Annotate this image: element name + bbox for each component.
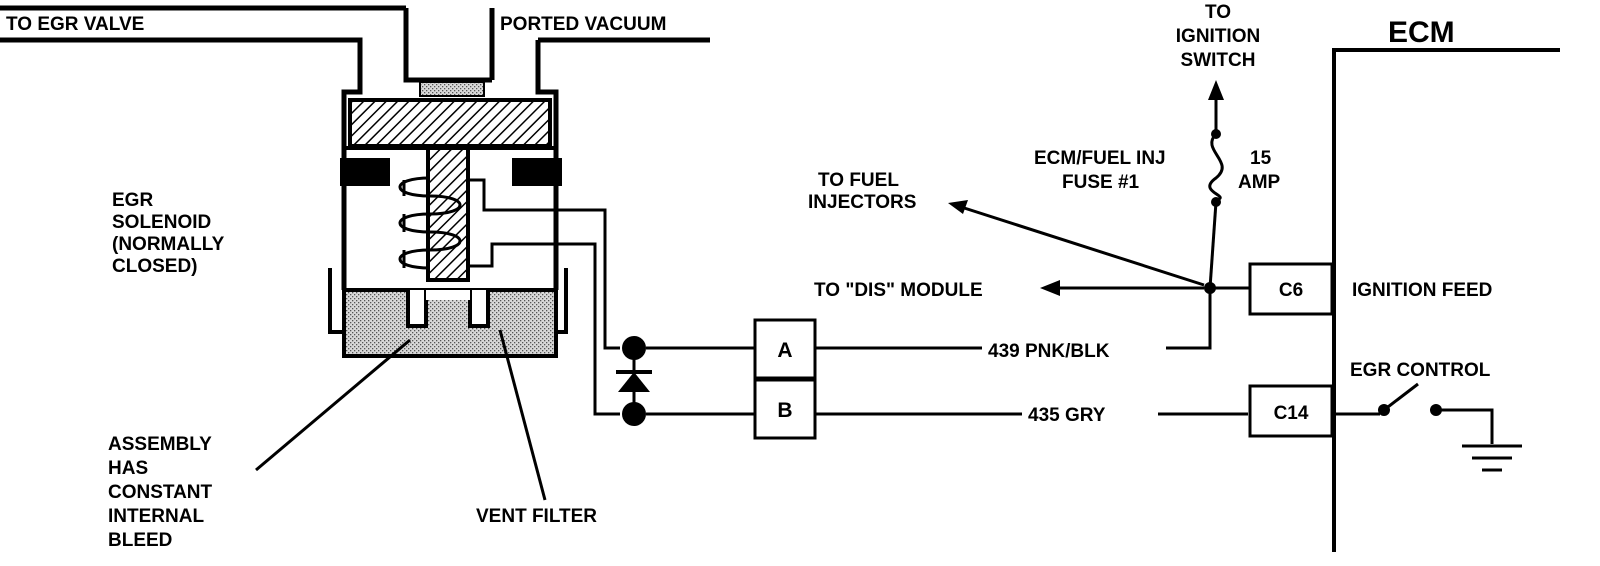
label-to-dis-module: TO "DIS" MODULE [814, 280, 983, 301]
label-assembly-line2: HAS [108, 458, 148, 479]
connector-c14-label: C14 [1274, 403, 1309, 424]
label-egr-solenoid-line3: (NORMALLY [112, 234, 225, 255]
label-assembly-line3: CONSTANT [108, 482, 213, 503]
label-egr-control: EGR CONTROL [1350, 360, 1491, 381]
ground-icon [1462, 444, 1522, 472]
ecm-title: ECM [1388, 16, 1455, 49]
connector-c6-label: C6 [1279, 280, 1303, 301]
label-assembly-line5: BLEED [108, 530, 172, 551]
ecm-module: ECM [1332, 16, 1560, 552]
label-assembly-line1: ASSEMBLY [108, 434, 212, 455]
connector-a-label: A [777, 339, 792, 362]
label-fuse-name-line1: ECM/FUEL INJ [1034, 148, 1166, 169]
egr-control-switch [1334, 382, 1494, 444]
label-ignition-feed: IGNITION FEED [1352, 280, 1492, 301]
label-egr-solenoid-line2: SOLENOID [112, 212, 211, 233]
solenoid-coil [398, 176, 620, 416]
leader-vent-filter [498, 329, 547, 501]
label-fuse-rating-line1: 15 [1250, 148, 1272, 169]
connector-a: A [753, 318, 817, 380]
label-assembly-line4: INTERNAL [108, 506, 204, 527]
ignition-feed-circuit [948, 80, 1250, 296]
label-egr-solenoid-line4: CLOSED) [112, 256, 198, 277]
connector-b-label: B [777, 399, 792, 422]
leader-bleed [255, 338, 411, 472]
label-to-ignition-switch-line1: TO [1205, 2, 1231, 23]
vacuum-line-ported [489, 8, 710, 290]
label-to-fuel-injectors-line2: INJECTORS [808, 192, 916, 213]
suppression-diode [616, 336, 755, 426]
fuse-symbol [1208, 132, 1224, 202]
wire-b-label: 435 GRY [1028, 405, 1106, 426]
egr-solenoid-body [328, 81, 620, 416]
connector-c6: C6 [1248, 262, 1334, 316]
label-fuse-rating-line2: AMP [1238, 172, 1281, 193]
label-to-ignition-switch-line3: SWITCH [1181, 50, 1256, 71]
label-fuse-name-line2: FUSE #1 [1062, 172, 1140, 193]
label-to-egr-valve: TO EGR VALVE [6, 14, 144, 35]
label-to-fuel-injectors-line1: TO FUEL [818, 170, 899, 191]
label-ported-vacuum: PORTED VACUUM [500, 14, 666, 35]
label-egr-solenoid-line1: EGR [112, 190, 153, 211]
wire-a-label: 439 PNK/BLK [988, 341, 1110, 362]
connector-c14: C14 [1248, 384, 1334, 438]
connector-b: B [753, 378, 817, 440]
label-vent-filter: VENT FILTER [476, 506, 597, 527]
wire-a-right [1166, 288, 1212, 350]
label-to-ignition-switch-line2: IGNITION [1176, 26, 1260, 47]
